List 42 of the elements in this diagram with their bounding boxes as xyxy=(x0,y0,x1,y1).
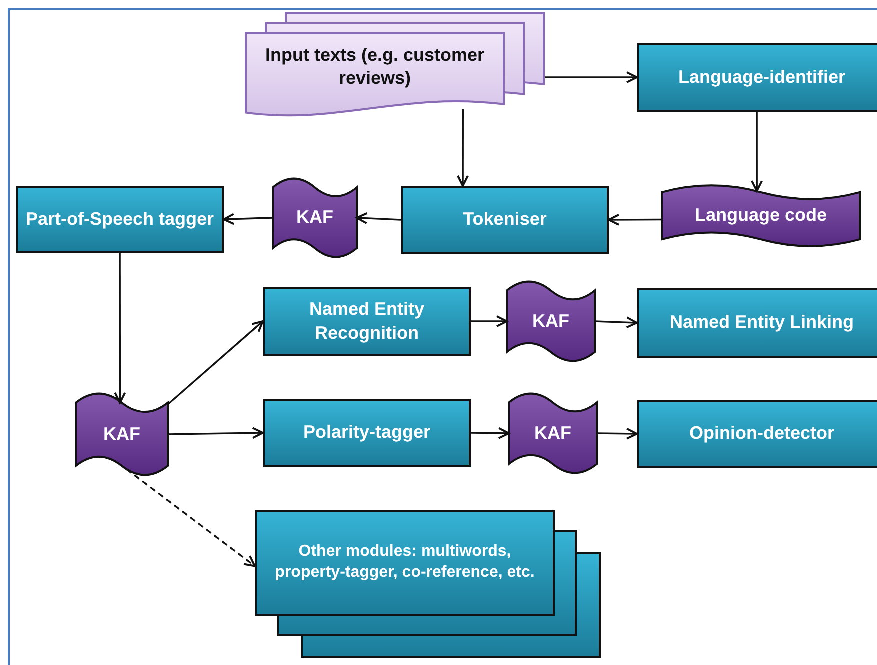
node-label: Tokeniser xyxy=(463,208,547,232)
data-tape-shape xyxy=(507,281,595,362)
arrow xyxy=(608,214,662,226)
node-label: Part-of-Speech tagger xyxy=(26,208,214,231)
node-label: KAF xyxy=(534,422,572,445)
process-box xyxy=(401,186,609,254)
arrow xyxy=(457,110,469,187)
arrow xyxy=(114,253,126,404)
module-stack xyxy=(255,510,601,658)
arrow xyxy=(594,316,638,329)
data-tape-shape xyxy=(76,393,168,476)
data-tape-shape xyxy=(273,178,357,258)
process-box xyxy=(637,43,877,112)
node-label: Named Entity Linking xyxy=(670,311,854,334)
node-label: KAF xyxy=(296,206,334,230)
process-box xyxy=(637,288,877,358)
arrow xyxy=(470,427,510,440)
node-label: Opinion-detector xyxy=(690,422,834,446)
arrow xyxy=(356,212,402,224)
arrow xyxy=(167,320,264,406)
data-tape-shape xyxy=(662,185,860,247)
node-label: Input texts (e.g. customer reviews) xyxy=(264,44,486,90)
node-label: Language-identifier xyxy=(678,66,846,89)
process-box xyxy=(263,287,471,356)
node-label: Polarity-tagger xyxy=(303,421,431,444)
process-box xyxy=(637,400,877,468)
node-label: Named Entity Recognition xyxy=(308,298,426,345)
document-stack xyxy=(245,12,545,118)
node-label: Other modules: multiwords, property-tagger, co-reference, etc. xyxy=(274,542,536,583)
arrow xyxy=(596,428,638,440)
arrow xyxy=(126,468,256,568)
arrow xyxy=(168,427,264,440)
arrow xyxy=(223,213,274,226)
arrow xyxy=(751,112,764,192)
arrow xyxy=(471,316,508,328)
data-tape-shape xyxy=(509,393,597,474)
process-box xyxy=(263,399,471,467)
node-label: KAF xyxy=(104,422,140,446)
node-label: KAF xyxy=(532,310,570,333)
node-label: Language code xyxy=(694,204,828,228)
process-box xyxy=(16,186,224,253)
arrow xyxy=(545,72,638,84)
